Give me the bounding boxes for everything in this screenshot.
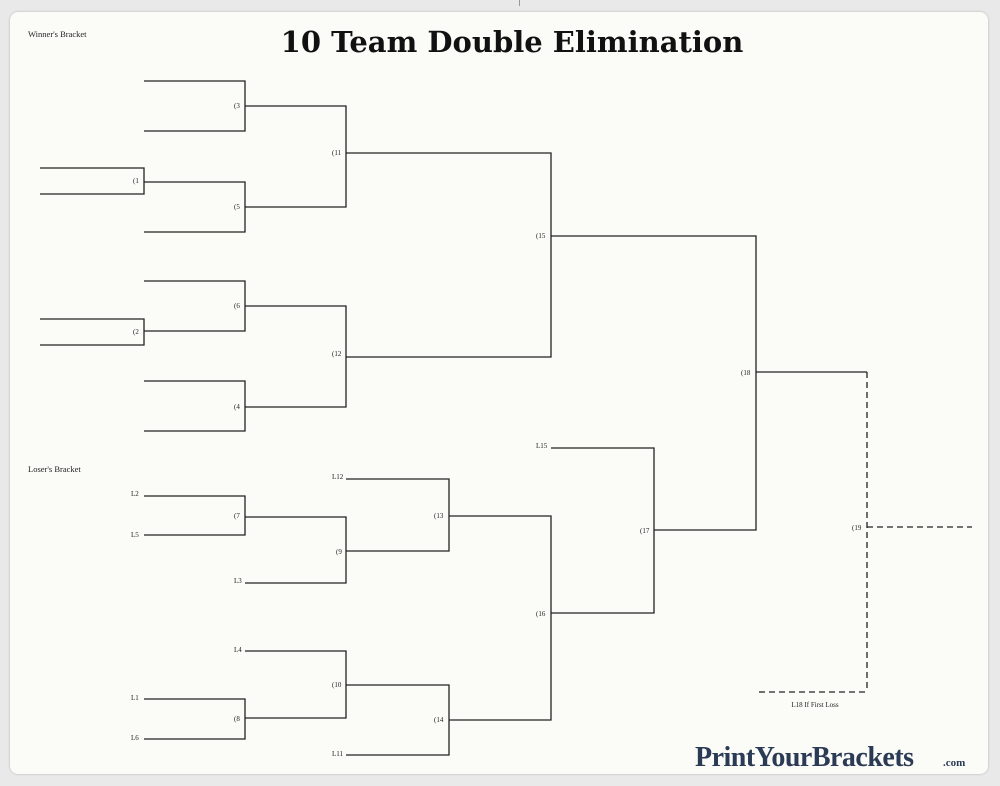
- game-13-label: (13: [434, 512, 444, 520]
- game-6-bracket: [144, 280, 246, 332]
- game-5-bracket: [144, 181, 246, 233]
- game-2-label: (2: [133, 328, 139, 336]
- game-5-label: (5: [234, 203, 240, 211]
- game-7-label: (7: [234, 512, 240, 520]
- game-17-label: (17: [640, 527, 650, 535]
- winners-game-numbers: (1 (2 (3 (5 (6 (4 (11 (12 (15 (18 (19: [133, 102, 862, 532]
- site-logo: PrintYourBrackets .com: [695, 742, 965, 773]
- game-18-label: (18: [741, 369, 751, 377]
- logo-text: PrintYourBrackets: [695, 742, 914, 773]
- game-18-bracket: [551, 235, 757, 531]
- game-9-label: (9: [336, 548, 342, 556]
- game-3-bracket: [144, 80, 246, 132]
- game-4-bracket: [144, 380, 246, 432]
- losers-bracket-label: Loser's Bracket: [28, 464, 81, 474]
- slot-L2: L2: [131, 490, 139, 498]
- winners-bracket-label: Winner's Bracket: [28, 29, 87, 39]
- slot-L12: L12: [332, 473, 344, 481]
- game-9-bracket: [245, 516, 347, 584]
- game-15-bracket: [346, 152, 552, 358]
- slot-L11: L11: [332, 750, 344, 758]
- game-6-label: (6: [234, 302, 240, 310]
- game-16-label: (16: [536, 610, 546, 618]
- slot-L3: L3: [234, 577, 242, 585]
- bracket-sheet: 10 Team Double Elimination Winner's Brac…: [10, 12, 988, 774]
- logo-suffix: .com: [943, 757, 965, 769]
- game-8-bracket: [144, 698, 246, 740]
- page-title: 10 Team Double Elimination: [281, 25, 744, 59]
- slot-L6: L6: [131, 734, 139, 742]
- game-13-bracket: [346, 478, 450, 552]
- game-7-bracket: [144, 495, 246, 536]
- if-first-loss-note: L18 If First Loss: [791, 701, 839, 709]
- game-16-bracket: [449, 515, 552, 721]
- game-2-bracket: [40, 318, 145, 346]
- game-1-bracket: [40, 167, 145, 195]
- game-8-label: (8: [234, 715, 240, 723]
- game-11-bracket: [245, 105, 347, 208]
- game-1-label: (1: [133, 177, 139, 185]
- game-3-label: (3: [234, 102, 240, 110]
- losers-game-numbers: (7 (9 (13 (8 (10 (14 (16 (17: [234, 512, 650, 724]
- game-4-label: (4: [234, 403, 240, 411]
- game-10-label: (10: [332, 681, 342, 689]
- game-19-label: (19: [852, 524, 862, 532]
- bracket-diagram: 10 Team Double Elimination Winner's Brac…: [28, 25, 972, 773]
- game-11-label: (11: [332, 149, 342, 157]
- game-10-bracket: [245, 650, 347, 719]
- game-14-label: (14: [434, 716, 444, 724]
- game-12-bracket: [245, 305, 347, 408]
- winners-bracket-lines: [40, 80, 972, 693]
- game-12-label: (12: [332, 350, 342, 358]
- loser-slot-labels: L2 L5 L3 L4 L1 L6 L12 L11 L15: [131, 442, 548, 758]
- game-17-bracket: [551, 447, 655, 614]
- game-15-label: (15: [536, 232, 546, 240]
- slot-L4: L4: [234, 646, 242, 654]
- losers-bracket-lines: [144, 447, 655, 756]
- slot-L15: L15: [536, 442, 548, 450]
- top-edge-mark: [519, 0, 520, 6]
- slot-L5: L5: [131, 531, 139, 539]
- slot-L1: L1: [131, 694, 139, 702]
